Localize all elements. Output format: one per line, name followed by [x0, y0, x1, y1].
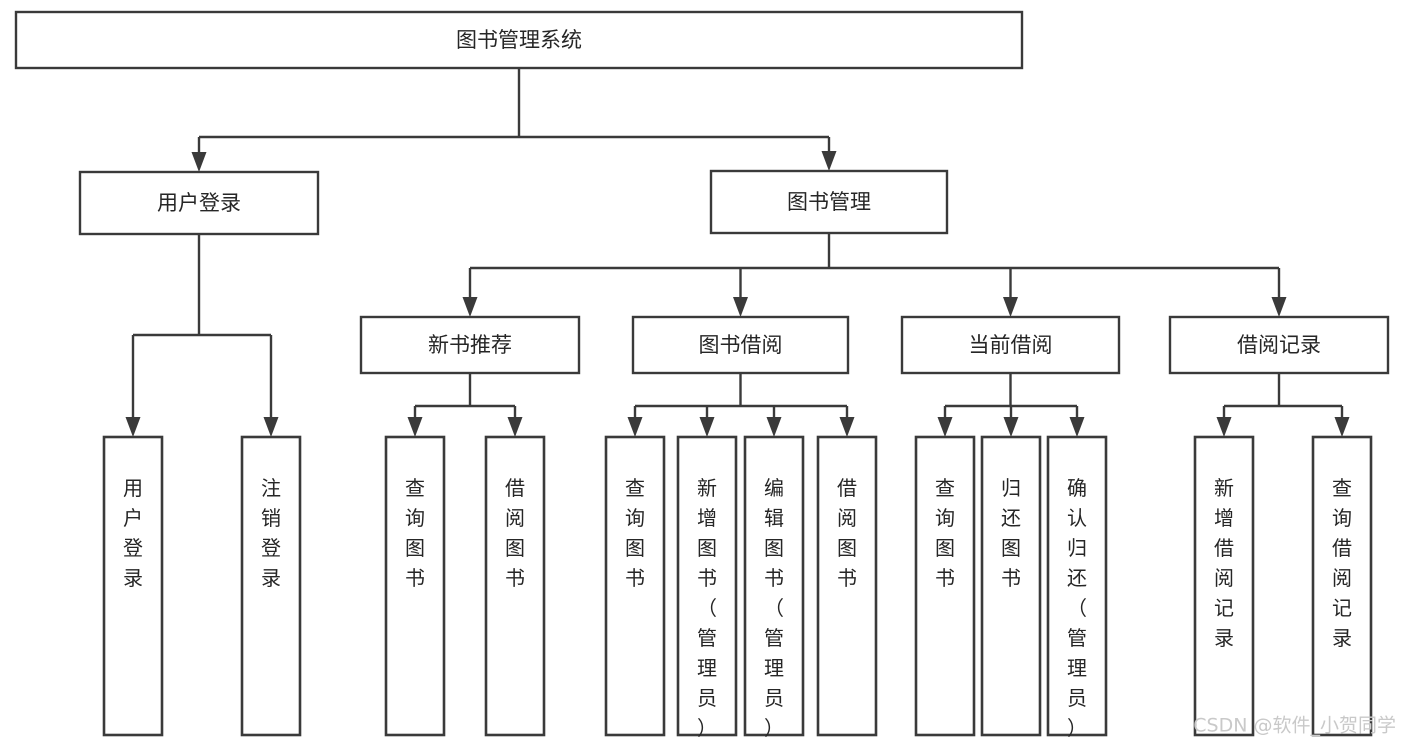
node-new-book-recommend[interactable]: 新书推荐 [359, 315, 581, 375]
arrow-head-icon [937, 417, 953, 437]
node-leaf-query-borrow-record-label: 查询借阅记录 [1332, 476, 1352, 650]
node-layer: 图书管理系统用户登录图书管理新书推荐图书借阅当前借阅借阅记录用户登录注销登录查询… [14, 10, 1390, 740]
node-user-login-box[interactable] [78, 170, 320, 236]
arrow-head-icon [507, 417, 523, 437]
node-leaf-confirm-return-admin-box[interactable] [1046, 435, 1108, 737]
node-leaf-edit-book-admin[interactable]: 编辑图书（管理员） [743, 435, 805, 740]
node-user-login[interactable]: 用户登录 [78, 170, 320, 236]
node-borrow-record-label: 借阅记录 [1237, 333, 1321, 357]
node-leaf-add-book-admin[interactable]: 新增图书（管理员） [676, 435, 738, 740]
node-leaf-confirm-return-admin-label: 确认归还（管理员） [1067, 476, 1087, 740]
node-leaf-borrow-book-recommend[interactable]: 借阅图书 [484, 435, 546, 737]
node-leaf-edit-book-admin-label: 编辑图书（管理员） [764, 476, 784, 740]
arrow-head-icon [462, 297, 478, 317]
watermark-label: CSDN @软件_小贺同学 [1193, 715, 1396, 737]
node-root-label: 图书管理系统 [456, 28, 582, 52]
arrow-head-icon [839, 417, 855, 437]
node-book-borrow[interactable]: 图书借阅 [631, 315, 850, 375]
node-leaf-add-borrow-record-label: 新增借阅记录 [1214, 476, 1234, 650]
arrow-head-icon [1003, 417, 1019, 437]
node-leaf-return-book-box[interactable] [980, 435, 1042, 737]
node-current-borrow-label: 当前借阅 [969, 333, 1053, 357]
node-root-box[interactable] [14, 10, 1024, 70]
node-leaf-query-borrow-record-box[interactable] [1311, 435, 1373, 737]
node-book-management-box[interactable] [709, 169, 949, 235]
node-leaf-logout-box[interactable] [240, 435, 302, 737]
node-leaf-query-book-recommend-box[interactable] [384, 435, 446, 737]
arrow-head-icon [1334, 417, 1350, 437]
node-leaf-user-login-label: 用户登录 [123, 476, 143, 590]
arrow-head-icon [627, 417, 643, 437]
node-current-borrow-box[interactable] [900, 315, 1121, 375]
arrow-head-icon [1003, 297, 1018, 317]
node-book-borrow-label: 图书借阅 [699, 333, 783, 357]
arrow-head-icon [407, 417, 423, 437]
connector-root-to-level1 [191, 68, 837, 172]
arrow-head-icon [699, 417, 715, 437]
node-borrow-record[interactable]: 借阅记录 [1168, 315, 1390, 375]
arrow-head-icon [766, 417, 782, 437]
arrow-head-icon [821, 151, 837, 171]
node-leaf-edit-book-admin-box[interactable] [743, 435, 805, 737]
connector-new-book-recommend-to-leaves [407, 373, 523, 437]
node-leaf-query-book-borrow-label: 查询图书 [625, 476, 645, 590]
node-leaf-borrow-book-box[interactable] [816, 435, 878, 737]
node-leaf-query-book-borrow-box[interactable] [604, 435, 666, 737]
node-current-borrow[interactable]: 当前借阅 [900, 315, 1121, 375]
node-leaf-logout-label: 注销登录 [261, 476, 281, 590]
node-leaf-add-borrow-record-box[interactable] [1193, 435, 1255, 737]
connector-borrow-record-to-leaves [1216, 373, 1350, 437]
node-new-book-recommend-box[interactable] [359, 315, 581, 375]
arrow-head-icon [125, 417, 141, 437]
node-book-borrow-box[interactable] [631, 315, 850, 375]
node-leaf-borrow-book-label: 借阅图书 [837, 476, 857, 590]
node-leaf-confirm-return-admin[interactable]: 确认归还（管理员） [1046, 435, 1108, 740]
arrow-head-icon [733, 297, 748, 317]
node-leaf-add-book-admin-label: 新增图书（管理员） [697, 476, 717, 740]
node-leaf-query-book-current[interactable]: 查询图书 [914, 435, 976, 737]
node-leaf-user-login[interactable]: 用户登录 [102, 435, 164, 737]
node-leaf-borrow-book-recommend-label: 借阅图书 [505, 476, 525, 590]
node-leaf-add-borrow-record[interactable]: 新增借阅记录 [1193, 435, 1255, 737]
arrow-head-icon [191, 152, 207, 172]
connector-book-borrow-to-leaves [627, 373, 855, 437]
node-leaf-query-borrow-record[interactable]: 查询借阅记录 [1311, 435, 1373, 737]
arrow-head-icon [1216, 417, 1232, 437]
node-leaf-user-login-box[interactable] [102, 435, 164, 737]
connector-book-management-to-level2 [462, 233, 1287, 317]
node-book-management[interactable]: 图书管理 [709, 169, 949, 235]
node-book-management-label: 图书管理 [787, 190, 871, 214]
node-leaf-logout[interactable]: 注销登录 [240, 435, 302, 737]
arrow-head-icon [1069, 417, 1085, 437]
node-leaf-return-book[interactable]: 归还图书 [980, 435, 1042, 737]
node-root[interactable]: 图书管理系统 [14, 10, 1024, 70]
node-leaf-query-book-borrow[interactable]: 查询图书 [604, 435, 666, 737]
connector-user-login-to-leaves [125, 234, 279, 437]
node-borrow-record-box[interactable] [1168, 315, 1390, 375]
node-new-book-recommend-label: 新书推荐 [428, 333, 512, 357]
node-leaf-query-book-current-box[interactable] [914, 435, 976, 737]
node-leaf-query-book-recommend-label: 查询图书 [405, 476, 425, 590]
arrow-head-icon [1271, 297, 1287, 317]
node-leaf-add-book-admin-box[interactable] [676, 435, 738, 737]
node-leaf-query-book-recommend[interactable]: 查询图书 [384, 435, 446, 737]
node-leaf-borrow-book-recommend-box[interactable] [484, 435, 546, 737]
node-user-login-label: 用户登录 [157, 191, 241, 215]
node-leaf-borrow-book[interactable]: 借阅图书 [816, 435, 878, 737]
connector-layer [125, 68, 1350, 437]
arrow-head-icon [263, 417, 279, 437]
node-leaf-query-book-current-label: 查询图书 [935, 476, 955, 590]
connector-current-borrow-to-leaves [937, 373, 1085, 437]
node-leaf-return-book-label: 归还图书 [1001, 476, 1021, 590]
